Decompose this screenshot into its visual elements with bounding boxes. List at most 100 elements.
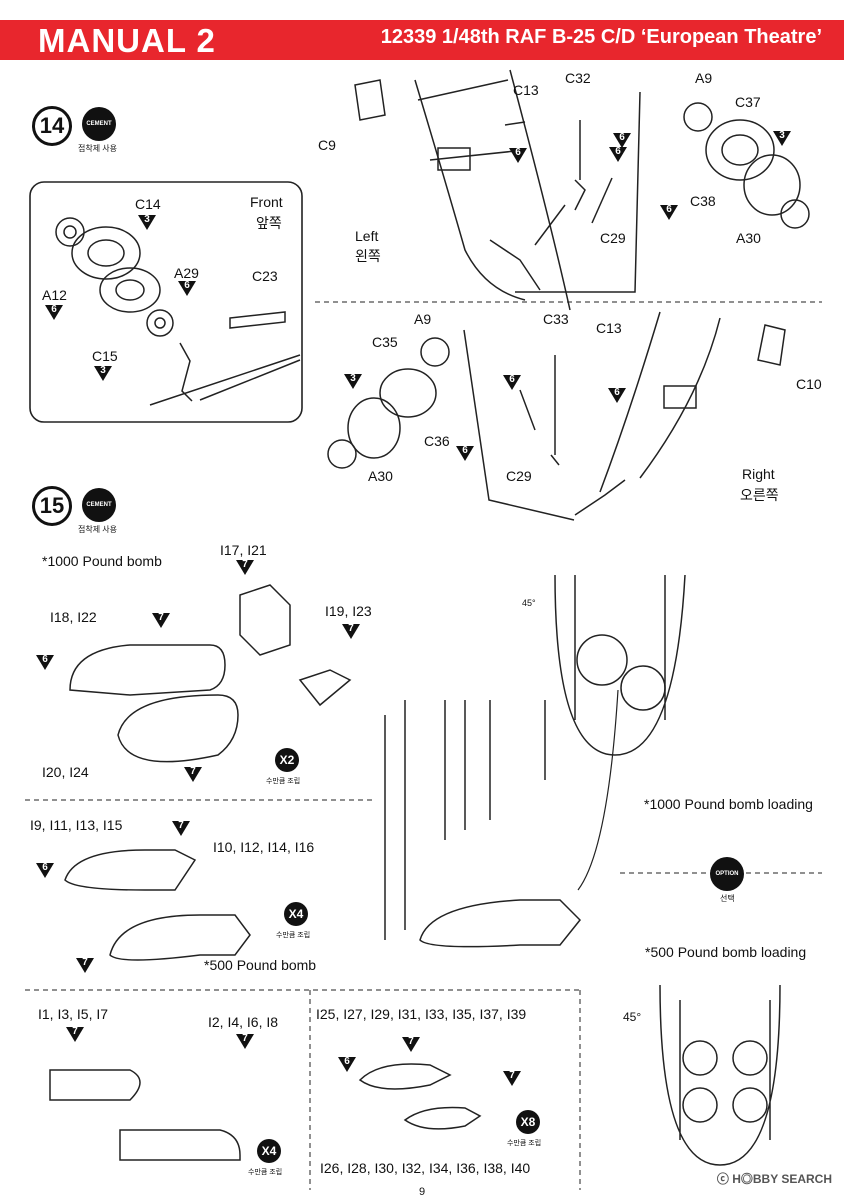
part-label: A9 (695, 70, 713, 86)
multiplier-note: 수만큼 조립 (276, 932, 311, 939)
watermark: ⓒ H◎BBY SEARCH (716, 1172, 832, 1186)
part-label: A30 (736, 230, 761, 246)
part-label: I18, I22 (50, 609, 97, 625)
paint-number: 7 (82, 957, 88, 968)
cement-note: 접착제 사용 (78, 525, 118, 534)
multiplier-badge: X8 (516, 1110, 540, 1134)
paint-marker (236, 1034, 254, 1049)
paint-number: 6 (184, 280, 190, 291)
paint-number: 7 (72, 1026, 78, 1037)
part-label: C36 (424, 433, 450, 449)
part-label: C38 (690, 193, 716, 209)
paint-marker (608, 388, 626, 403)
paint-number: 6 (615, 146, 621, 157)
paint-number: 7 (242, 1033, 248, 1044)
bomb-500-title: *500 Pound bomb (204, 957, 317, 973)
paint-number: 3 (779, 130, 785, 141)
front-label: Front (250, 194, 283, 210)
paint-marker (236, 560, 254, 575)
option-note: 선택 (720, 894, 735, 903)
part-label: C29 (506, 468, 532, 484)
part-label: I9, I11, I13, I15 (30, 817, 123, 833)
paint-marker (178, 281, 196, 296)
paint-marker (66, 1027, 84, 1042)
paint-marker (342, 624, 360, 639)
side-label-right-kr: 오른쪽 (740, 487, 779, 503)
side-label-left-kr: 왼쪽 (355, 248, 381, 264)
step-14-number: 14 (32, 106, 72, 146)
paint-number: 6 (666, 204, 672, 215)
paint-number: 7 (242, 559, 248, 570)
multiplier-note: 수만큼 조립 (248, 1169, 283, 1176)
step-15-number: 15 (32, 486, 72, 526)
paint-marker (456, 446, 474, 461)
paint-marker (773, 131, 791, 146)
paint-number: 6 (42, 862, 48, 873)
part-label: C35 (372, 334, 398, 350)
paint-marker (660, 205, 678, 220)
part-label: C33 (543, 311, 569, 327)
paint-marker (138, 215, 156, 230)
paint-number: 6 (619, 132, 625, 143)
paint-number: 7 (158, 612, 164, 623)
part-label: C14 (135, 196, 161, 212)
paint-number: 7 (348, 623, 354, 634)
paint-marker (338, 1057, 356, 1072)
paint-marker (609, 147, 627, 162)
cement-icon: CEMENT (82, 488, 116, 522)
paint-number: 3 (350, 373, 356, 384)
paint-marker (613, 133, 631, 148)
part-label: A12 (42, 287, 67, 303)
loading-500-label: *500 Pound bomb loading (645, 944, 807, 960)
multiplier-badge: X2 (275, 748, 299, 772)
paint-marker (509, 148, 527, 163)
paint-number: 7 (509, 1070, 515, 1081)
paint-number: 6 (509, 374, 515, 385)
paint-number: 7 (190, 766, 196, 777)
paint-marker (94, 366, 112, 381)
angle-label: 45° (522, 598, 536, 608)
paint-number: 6 (614, 387, 620, 398)
part-label: C32 (565, 70, 591, 86)
header-banner (0, 20, 844, 60)
manual-title: MANUAL 2 (38, 22, 216, 59)
paint-marker (503, 375, 521, 390)
paint-marker (172, 821, 190, 836)
part-label: C29 (600, 230, 626, 246)
option-icon: OPTION (710, 857, 744, 891)
part-label: I20, I24 (42, 764, 89, 780)
part-label: I19, I23 (325, 603, 372, 619)
multiplier-badge: X4 (284, 902, 308, 926)
paint-marker (184, 767, 202, 782)
part-label: I26, I28, I30, I32, I34, I36, I38, I40 (320, 1160, 531, 1176)
part-label: C15 (92, 348, 118, 364)
paint-marker (503, 1071, 521, 1086)
side-label-left: Left (355, 228, 379, 244)
paint-number: 6 (462, 445, 468, 456)
angle-label: 45° (623, 1010, 642, 1024)
part-label: A29 (174, 265, 199, 281)
part-label: C23 (252, 268, 278, 284)
bomb-1000-title: *1000 Pound bomb (42, 553, 162, 569)
paint-number: 6 (515, 147, 521, 158)
part-label: A30 (368, 468, 393, 484)
part-label: I1, I3, I5, I7 (38, 1006, 109, 1022)
part-label: C9 (318, 137, 336, 153)
paint-marker (76, 958, 94, 973)
paint-marker (45, 305, 63, 320)
part-label: C13 (596, 320, 622, 336)
paint-marker (36, 655, 54, 670)
part-label: A9 (414, 311, 432, 327)
part-label: I25, I27, I29, I31, I33, I35, I37, I39 (316, 1006, 527, 1022)
paint-marker (152, 613, 170, 628)
paint-marker (36, 863, 54, 878)
multiplier-note: 수만큼 조립 (266, 778, 301, 785)
part-label: I10, I12, I14, I16 (213, 839, 315, 855)
paint-marker (344, 374, 362, 389)
part-label: C10 (796, 376, 822, 392)
page-number: 9 (418, 1186, 426, 1198)
paint-number: 6 (42, 654, 48, 665)
paint-number: 3 (144, 214, 150, 225)
part-label: C37 (735, 94, 761, 110)
